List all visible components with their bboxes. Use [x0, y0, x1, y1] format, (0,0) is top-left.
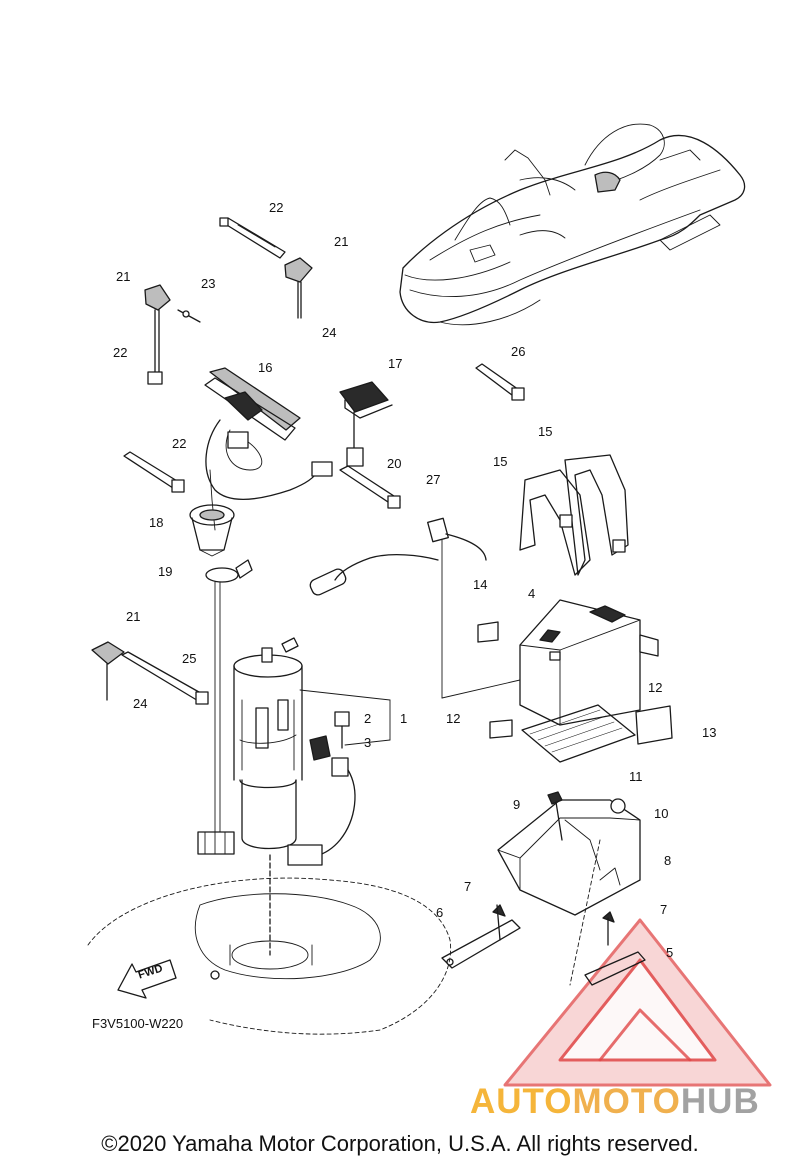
clip-21-lower	[91, 641, 209, 705]
callout-1: 1	[400, 711, 408, 726]
connector-bundle	[197, 581, 235, 855]
clip-21-top	[284, 257, 313, 319]
cable-tie-22-top	[219, 217, 286, 259]
callout-6: 6	[436, 905, 444, 920]
pad-12-left	[489, 719, 513, 739]
callout-9: 9	[513, 797, 521, 812]
callout-24-top: 24	[322, 325, 337, 340]
callout-25: 25	[182, 651, 197, 666]
callout-17: 17	[388, 356, 403, 371]
bracket-5	[584, 951, 646, 986]
mat-11	[521, 704, 636, 763]
callout-7-left: 7	[464, 879, 472, 894]
hull-floor-outline	[87, 854, 452, 1035]
strap-15	[519, 454, 629, 576]
watermark-part-1: AUTO	[470, 1082, 573, 1121]
fuel-pump	[233, 637, 303, 850]
callout-2: 2	[364, 711, 372, 726]
callout-10: 10	[654, 806, 669, 821]
callout-13: 13	[702, 725, 717, 740]
callout-20: 20	[387, 456, 402, 471]
bolt-9	[547, 791, 563, 841]
callout-22-mid: 22	[113, 345, 128, 360]
callout-8: 8	[664, 853, 672, 868]
callout-16: 16	[258, 360, 273, 375]
cable-tie-26	[475, 363, 525, 401]
sensor-17	[339, 381, 393, 467]
fwd-arrow-icon	[117, 959, 177, 999]
pad-13	[635, 705, 673, 745]
callout-21-top: 21	[334, 234, 349, 249]
callout-21-lower: 21	[126, 609, 141, 624]
callout-27: 27	[426, 472, 441, 487]
callout-7-right: 7	[660, 902, 668, 917]
callout-24-lower: 24	[133, 696, 148, 711]
watercraft-illustration	[399, 123, 746, 326]
callout-22-low: 22	[172, 436, 187, 451]
callout-22-top: 22	[269, 200, 284, 215]
callout-18: 18	[149, 515, 164, 530]
callout-15-left: 15	[493, 454, 508, 469]
callout-4: 4	[528, 586, 536, 601]
watermark-logo	[503, 918, 772, 1087]
callout-14: 14	[473, 577, 488, 592]
callout-23: 23	[201, 276, 216, 291]
callout-15-top: 15	[538, 424, 553, 439]
callout-leaders	[299, 539, 601, 986]
callout-26: 26	[511, 344, 526, 359]
bolt-7b	[602, 911, 615, 946]
clip-21-left	[144, 284, 201, 385]
connector-2	[334, 711, 350, 749]
callout-3: 3	[364, 735, 372, 750]
bolt-7a	[492, 904, 506, 941]
wire-harness-16	[204, 367, 333, 531]
pad-12-right	[639, 634, 659, 657]
watermark-part-3: HUB	[680, 1082, 760, 1121]
callout-12-right: 12	[648, 680, 663, 695]
copyright-notice: ©2020 Yamaha Motor Corporation, U.S.A. A…	[101, 1131, 699, 1156]
connector-3	[287, 735, 356, 866]
clamp-19	[205, 559, 253, 583]
watermark-part-2: MOTO	[572, 1082, 681, 1121]
wire-27	[309, 517, 487, 596]
callout-12-left: 12	[446, 711, 461, 726]
cable-tie-20	[339, 465, 401, 509]
callout-5: 5	[666, 945, 674, 960]
grommet-18	[189, 504, 235, 557]
battery-box-8	[497, 799, 641, 916]
battery-4	[519, 599, 641, 726]
callout-21-left: 21	[116, 269, 131, 284]
diagram-code: F3V5100-W220	[92, 1016, 184, 1031]
watermark-text: AUTOMOTOHUB	[470, 1082, 760, 1122]
cable-tie-22-left	[123, 451, 185, 493]
callout-11: 11	[629, 769, 643, 784]
bracket-6	[441, 919, 521, 969]
nut-10	[610, 798, 626, 814]
callout-19: 19	[158, 564, 173, 579]
pad-14	[477, 621, 499, 643]
